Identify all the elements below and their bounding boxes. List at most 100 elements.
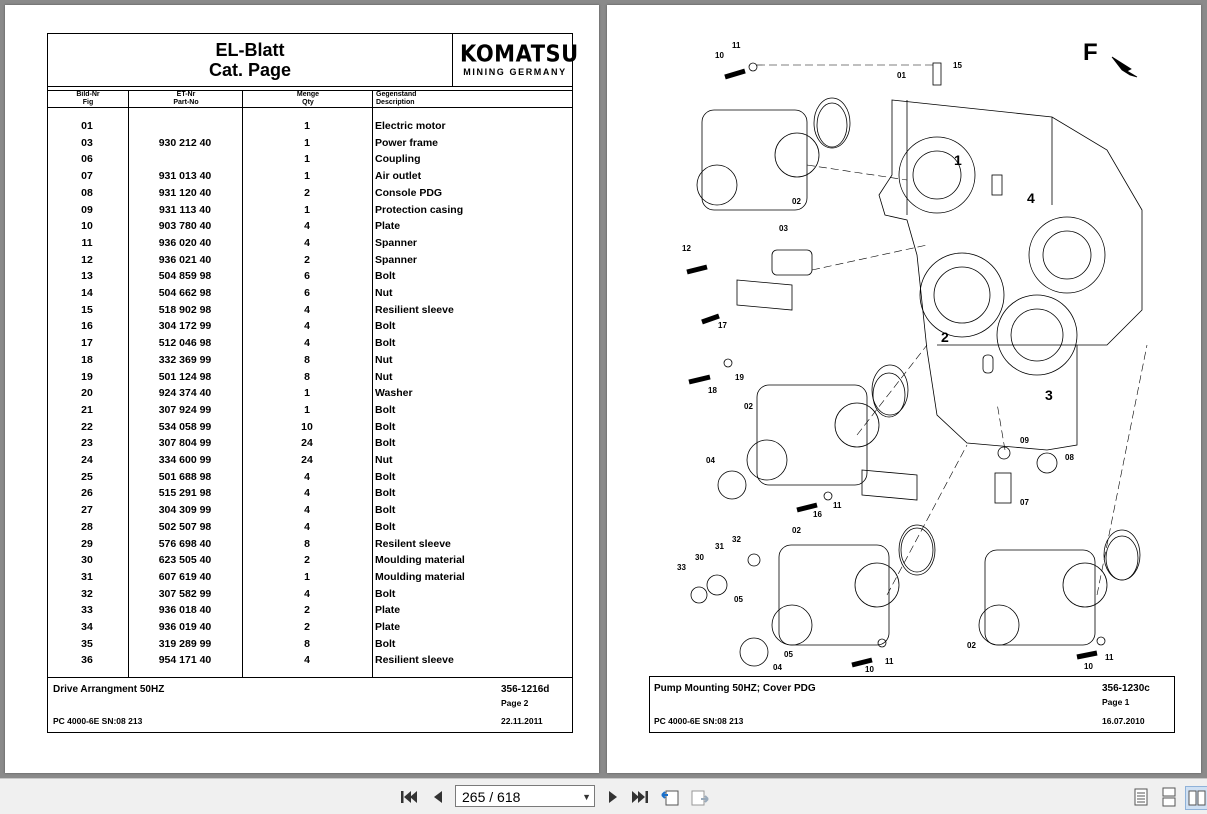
cell-fig: 36 xyxy=(81,654,93,667)
cell-qty: 2 xyxy=(304,554,310,567)
divider xyxy=(48,90,572,91)
label-04: 04 xyxy=(773,663,782,672)
previous-page-button[interactable] xyxy=(427,786,449,808)
cell-part-no: 924 374 40 xyxy=(158,387,212,400)
label-16: 16 xyxy=(813,510,822,519)
cell-description: Resilient sleeve xyxy=(375,303,454,316)
label-02: 02 xyxy=(792,526,801,535)
col-header-desc: Gegenstand Description xyxy=(376,91,416,107)
cell-part-no: 304 309 99 xyxy=(158,504,212,517)
cell-description: Air outlet xyxy=(375,170,422,183)
last-page-button[interactable] xyxy=(629,786,651,808)
cell-part-no: 332 369 99 xyxy=(158,353,212,366)
cell-qty: 10 xyxy=(301,420,313,433)
label-03: 03 xyxy=(779,224,788,233)
left-catalog-page: EL-Blatt Cat. Page KOMATSU MINING GERMAN… xyxy=(5,5,599,773)
cell-fig: 31 xyxy=(81,570,93,583)
cell-description: Washer xyxy=(375,387,413,400)
label-32: 32 xyxy=(732,535,741,544)
cell-qty: 4 xyxy=(304,487,310,500)
cell-description: Nut xyxy=(375,454,393,466)
housing-port-4 xyxy=(1028,216,1106,294)
cell-part-no: 931 013 40 xyxy=(158,170,212,183)
divider xyxy=(48,107,572,108)
breather-15 xyxy=(932,62,942,86)
label-02: 02 xyxy=(744,402,753,411)
cell-qty: 1 xyxy=(304,120,310,132)
housing-port-2 xyxy=(919,252,1005,338)
label-15: 15 xyxy=(953,61,962,70)
housing-port-1 xyxy=(898,136,976,214)
cell-part-no: 903 780 40 xyxy=(158,220,212,233)
go-forward-view-button[interactable] xyxy=(689,786,711,808)
housing-port-3-inner xyxy=(1010,308,1064,362)
cell-description: Console PDG xyxy=(375,186,443,199)
label-05: 05 xyxy=(734,595,743,604)
cell-fig: 11 xyxy=(81,236,93,249)
cell-fig: 28 xyxy=(81,520,93,533)
single-page-view-button[interactable] xyxy=(1130,786,1152,808)
label-30: 30 xyxy=(695,553,704,562)
forward-view-icon xyxy=(691,790,709,806)
housing-plug xyxy=(991,174,1003,196)
cell-description: Spanner xyxy=(375,236,418,249)
cell-part-no: 534 058 99 xyxy=(158,420,212,433)
section-numbers: 1 4 2 3 F xyxy=(941,39,1098,403)
cell-description: Plate xyxy=(375,220,401,233)
gearbox-housing xyxy=(878,99,1143,451)
cell-part-no: 936 020 40 xyxy=(158,236,212,249)
chevron-down-icon[interactable]: ▼ xyxy=(582,792,591,802)
cell-description: Coupling xyxy=(375,153,421,166)
cell-fig: 09 xyxy=(81,203,93,216)
go-back-view-button[interactable] xyxy=(659,786,681,808)
cell-fig: 07 xyxy=(81,170,93,183)
label-12: 12 xyxy=(682,244,691,253)
cell-part-no: 936 019 40 xyxy=(158,621,212,633)
ring-32 xyxy=(747,553,761,567)
next-page-icon xyxy=(609,791,617,803)
cell-part-no: 954 171 40 xyxy=(158,654,212,667)
footer-title: Pump Mounting 50HZ; Cover PDG xyxy=(654,683,816,694)
cell-qty: 1 xyxy=(304,387,310,400)
cell-description: Bolt xyxy=(375,420,396,433)
cell-part-no: 502 507 98 xyxy=(158,520,212,533)
continuous-view-button[interactable] xyxy=(1158,786,1180,808)
col-header-desc-line1: Gegenstand xyxy=(376,91,417,98)
housing-port-4-inner xyxy=(1042,230,1092,280)
cell-description: Electric motor xyxy=(375,120,446,132)
cell-fig: 19 xyxy=(81,370,93,383)
cell-part-no: 576 698 40 xyxy=(158,537,212,550)
cell-qty: 4 xyxy=(304,320,310,333)
cell-qty: 2 xyxy=(304,621,310,633)
first-page-button[interactable] xyxy=(398,786,420,808)
back-view-icon xyxy=(661,790,679,806)
next-page-button[interactable] xyxy=(602,786,624,808)
cell-fig: 29 xyxy=(81,537,93,550)
housing-port-1-inner xyxy=(912,150,962,200)
cell-qty: 8 xyxy=(304,353,310,366)
cell-part-no: 931 120 40 xyxy=(158,186,212,199)
cell-qty: 1 xyxy=(304,170,310,183)
two-page-view-button[interactable] xyxy=(1185,786,1207,810)
label-10: 10 xyxy=(1084,662,1093,671)
page-number-field[interactable]: 265 / 618 ▼ xyxy=(455,785,595,807)
cell-description: Moulding material xyxy=(375,570,465,583)
cell-qty: 4 xyxy=(304,654,310,667)
direction-label: F xyxy=(1083,39,1098,66)
right-diagram-page: 11 10 01 15 02 03 12 17 19 18 02 04 09 0… xyxy=(607,5,1201,773)
cell-description: Bolt xyxy=(375,270,396,283)
cell-description: Bolt xyxy=(375,437,396,450)
cell-part-no: 936 021 40 xyxy=(158,253,212,266)
